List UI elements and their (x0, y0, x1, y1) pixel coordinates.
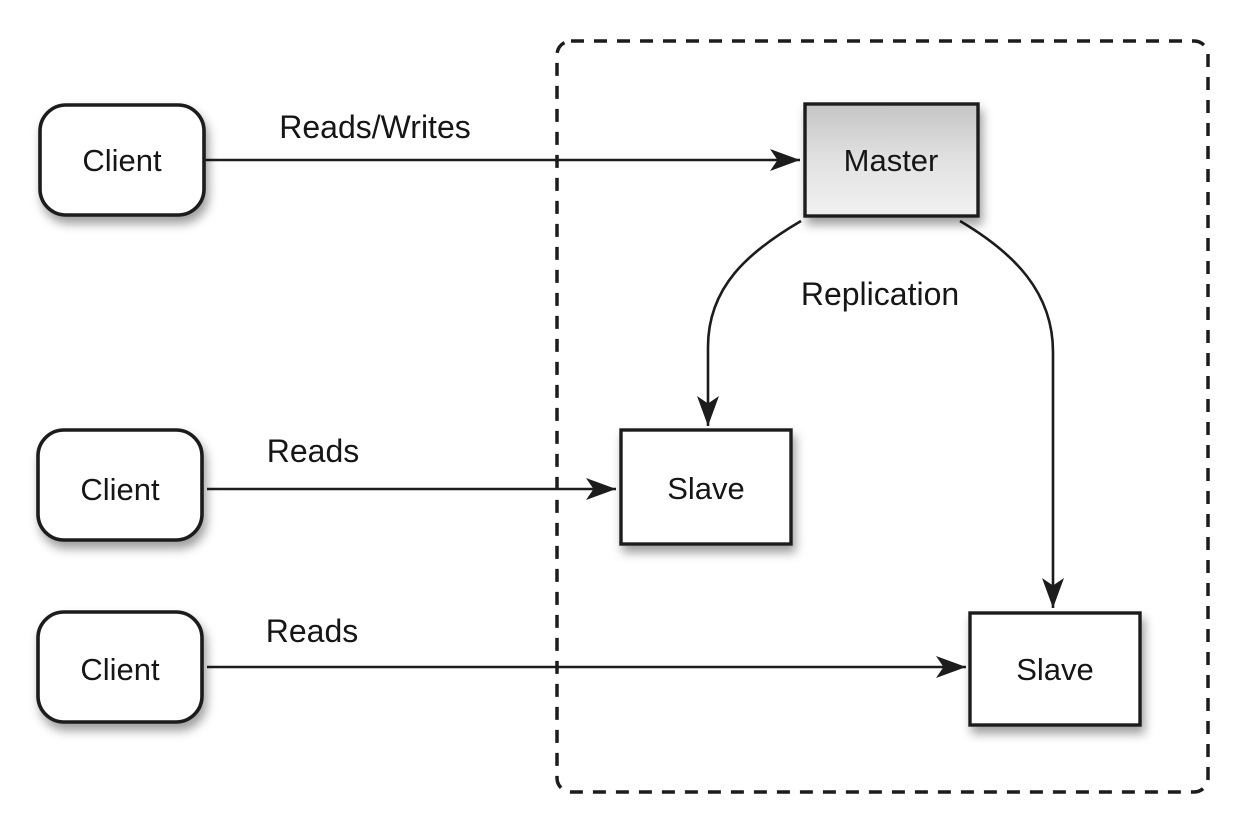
node-client1: Client (38, 103, 206, 217)
client3-label: Client (80, 652, 160, 687)
edge-master-to-slave2 (959, 219, 1064, 608)
node-client3: Client (36, 610, 204, 724)
edge-label-reads-2: Reads (266, 613, 359, 649)
slave1-label: Slave (667, 471, 745, 506)
node-master: Master (803, 102, 980, 218)
edge-label-replication: Replication (801, 276, 959, 312)
slave2-box (968, 611, 1142, 727)
replication-group-border (555, 39, 1210, 794)
slave2-label: Slave (1016, 652, 1094, 687)
client2-label: Client (80, 472, 160, 507)
client1-box (38, 103, 206, 217)
master-box (803, 102, 980, 218)
client2-box (36, 428, 204, 542)
node-client2: Client (36, 428, 204, 542)
edge-label-reads-1: Reads (267, 433, 360, 469)
node-slave1: Slave (619, 428, 793, 546)
client3-box (36, 610, 204, 724)
client1-label: Client (82, 143, 162, 178)
node-slave2: Slave (968, 611, 1142, 727)
slave1-box (619, 428, 793, 546)
edge-master-to-slave1 (697, 219, 802, 426)
edge-label-reads-writes: Reads/Writes (279, 109, 470, 145)
master-label: Master (844, 143, 939, 178)
